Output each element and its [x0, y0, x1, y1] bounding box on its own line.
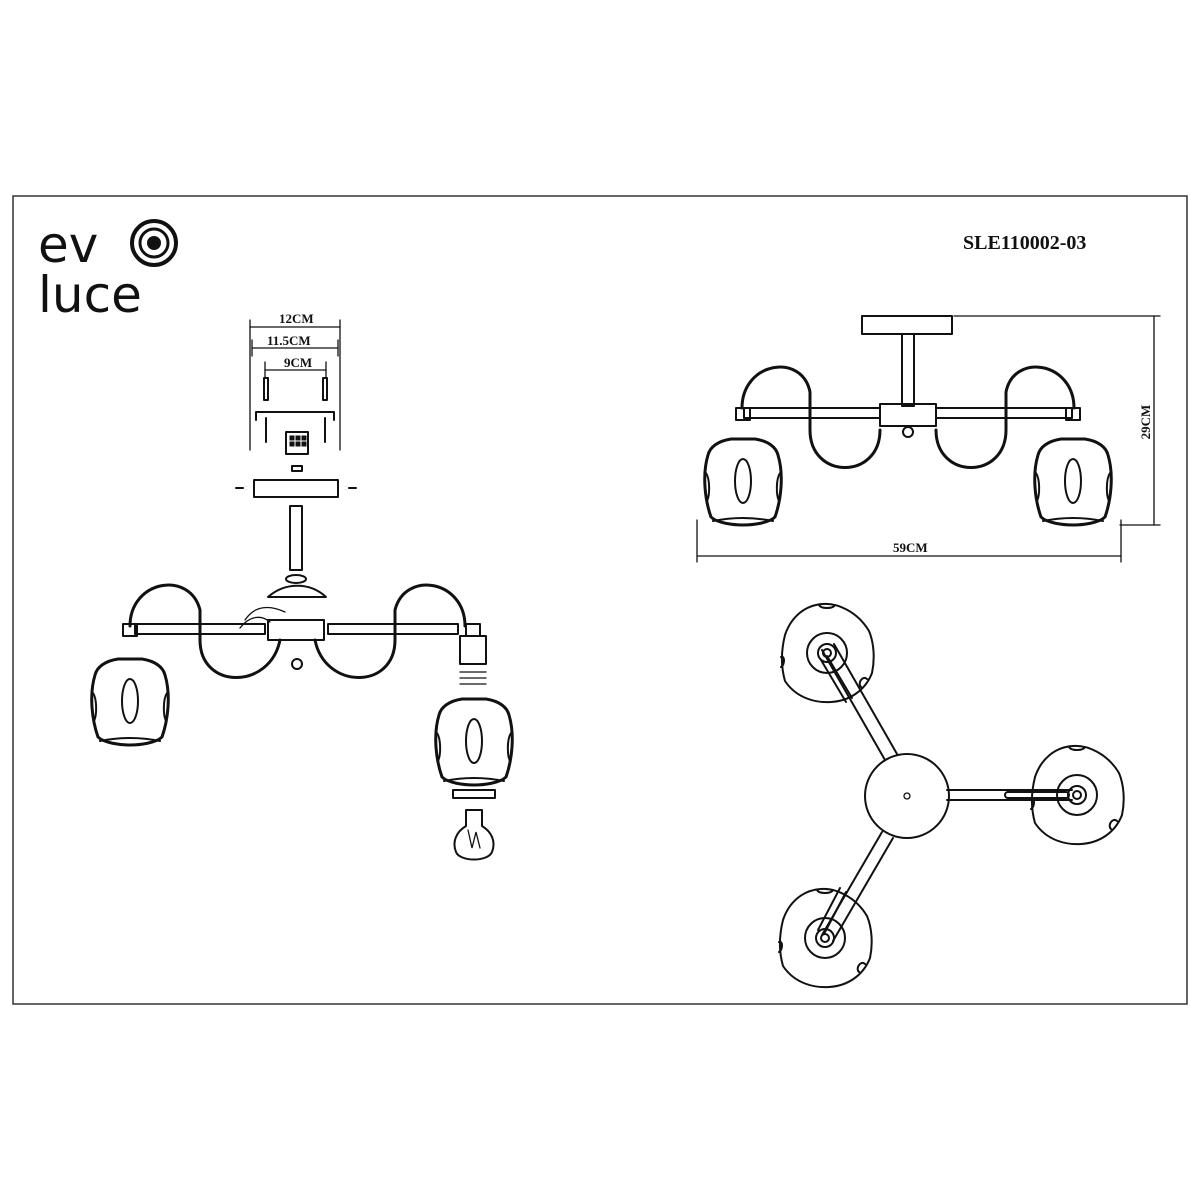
dim-bracket-outer: 12CM [279, 311, 314, 326]
model-number: SLE110002-03 [963, 232, 1086, 254]
elevation-left-shade [703, 437, 783, 527]
lamp-holder [459, 623, 487, 685]
exploded-assembly-view: 12CM 11.5CM 9CM [90, 311, 514, 861]
arm-loops [128, 583, 467, 679]
plan-shade-right [1030, 744, 1125, 846]
side-elevation-view [696, 315, 1161, 563]
evoluce-o-ring-icon [130, 219, 178, 267]
canopy-plate [235, 479, 357, 498]
plan-view [778, 602, 1125, 989]
brand-line-2: luce [38, 266, 142, 324]
brand-line-1: ev [38, 216, 98, 274]
dim-bracket-mid: 11.5CM [267, 333, 311, 348]
dim-width: 59CM [893, 540, 928, 555]
mounting-screws [263, 377, 328, 443]
shade-ring [452, 789, 496, 799]
plan-shade-bottom [778, 887, 873, 989]
terminal-block [285, 431, 309, 472]
light-bulb-icon [453, 809, 495, 861]
stem-rod [267, 505, 327, 598]
plan-hub [864, 753, 950, 839]
left-glass-shade [90, 657, 170, 747]
sheet-frame [12, 195, 1188, 1005]
elevation-right-shade [1033, 437, 1113, 527]
bracket-dimensions [249, 319, 341, 451]
dim-bracket-inner: 9CM [284, 355, 312, 370]
brand-logo: ev luce [38, 216, 178, 324]
right-glass-shade [434, 697, 514, 787]
dim-height: 29CM [1138, 405, 1153, 440]
mounting-bracket [255, 411, 335, 421]
